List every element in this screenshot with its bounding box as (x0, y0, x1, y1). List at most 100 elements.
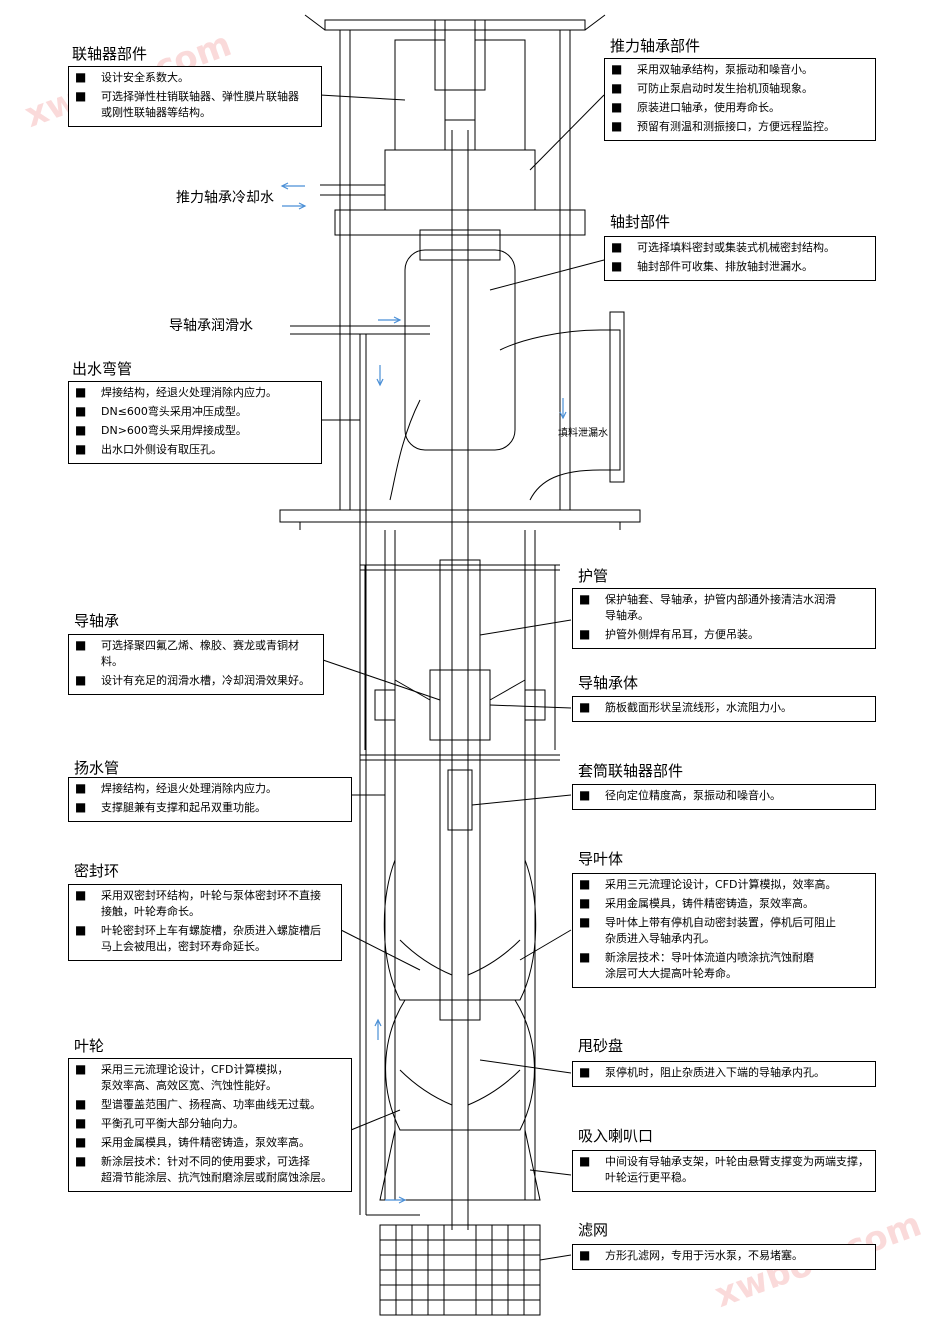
callout-item-text: 采用双密封环结构，叶轮与泵体密封环不直接 接触，叶轮寿命长。 (101, 889, 321, 918)
square-bullet-icon (75, 782, 87, 794)
square-bullet-icon (611, 241, 623, 253)
callout-title-thrust: 推力轴承部件 (610, 37, 701, 55)
callout-item-text: 采用双轴承结构，泵振动和噪音小。 (637, 63, 813, 76)
callout-item: 中间设有导轴承支架，叶轮由悬臂支撑变为两端支撑， 叶轮运行更平稳。 (579, 1154, 869, 1186)
callout-item: 导叶体上带有停机自动密封装置，停机后可阻止 杂质进入导轴承内孔。 (579, 915, 869, 947)
square-bullet-icon (579, 878, 591, 890)
callout-title-bearingbody: 导轴承体 (578, 674, 639, 692)
callout-item: 可选择弹性柱销联轴器、弹性膜片联轴器 或刚性联轴器等结构。 (75, 89, 315, 121)
callout-item: 支撑腿兼有支撑和起吊双重功能。 (75, 800, 345, 816)
callout-item: 原装进口轴承，使用寿命长。 (611, 100, 869, 116)
callout-box-thrust: 采用双轴承结构，泵振动和噪音小。可防止泵启动时发生抬机顶轴现象。原装进口轴承，使… (604, 58, 876, 141)
callout-item-text: 采用三元流理论设计，CFD计算模拟， 泵效率高、高效区宽、汽蚀性能好。 (101, 1063, 289, 1092)
square-bullet-icon (579, 951, 591, 963)
callout-title-elbow: 出水弯管 (72, 360, 133, 378)
callout-item: 叶轮密封环上车有螺旋槽，杂质进入螺旋槽后 马上会被甩出，密封环寿命延长。 (75, 923, 335, 955)
callout-item-text: 新涂层技术：针对不同的使用要求，可选择 超滑节能涂层、抗汽蚀耐磨涂层或耐腐蚀涂层… (101, 1155, 332, 1184)
callout-item-text: 可防止泵启动时发生抬机顶轴现象。 (637, 82, 813, 95)
callout-item-text: 平衡孔可平衡大部分轴向力。 (101, 1117, 244, 1130)
square-bullet-icon (75, 1155, 87, 1167)
callout-item: 焊接结构，经退火处理消除内应力。 (75, 385, 315, 401)
square-bullet-icon (75, 71, 87, 83)
square-bullet-icon (75, 889, 87, 901)
square-bullet-icon (579, 1066, 591, 1078)
callout-box-shaftguard: 保护轴套、导轴承，护管内部通外接清洁水润滑 导轴承。护管外侧焊有吊耳，方便吊装。 (572, 588, 876, 649)
callout-title-sleevecoupling: 套筒联轴器部件 (578, 762, 684, 780)
callout-item-text: DN≤600弯头采用冲压成型。 (101, 405, 247, 418)
callout-item-text: DN>600弯头采用焊接成型。 (101, 424, 247, 437)
square-bullet-icon (611, 260, 623, 272)
callout-box-guidebearing: 可选择聚四氟乙烯、橡胶、赛龙或青铜材料。设计有充足的润滑水槽，冷却润滑效果好。 (68, 634, 324, 695)
square-bullet-icon (579, 916, 591, 928)
callout-item: 平衡孔可平衡大部分轴向力。 (75, 1116, 345, 1132)
callout-item-text: 设计有充足的润滑水槽，冷却润滑效果好。 (101, 674, 310, 687)
thrust-bearing-cooling-label: 推力轴承冷却水 (176, 190, 274, 206)
callout-box-bearingbody: 筋板截面形状呈流线形，水流阻力小。 (572, 696, 876, 722)
callout-item: 可防止泵启动时发生抬机顶轴现象。 (611, 81, 869, 97)
callout-item: 保护轴套、导轴承，护管内部通外接清洁水润滑 导轴承。 (579, 592, 869, 624)
square-bullet-icon (579, 789, 591, 801)
callout-item-text: 径向定位精度高，泵振动和噪音小。 (605, 789, 781, 802)
callout-title-shaftseal: 轴封部件 (610, 213, 671, 231)
callout-title-diffuser: 导叶体 (578, 850, 624, 868)
callout-item: 预留有测温和测振接口，方便远程监控。 (611, 119, 869, 135)
square-bullet-icon (75, 405, 87, 417)
square-bullet-icon (579, 593, 591, 605)
square-bullet-icon (75, 1117, 87, 1129)
callout-item-text: 导叶体上带有停机自动密封装置，停机后可阻止 杂质进入导轴承内孔。 (605, 916, 836, 945)
callout-item: 采用三元流理论设计，CFD计算模拟， 泵效率高、高效区宽、汽蚀性能好。 (75, 1062, 345, 1094)
callout-item-text: 新涂层技术：导叶体流道内喷涂抗汽蚀耐磨 涂层可大大提高叶轮寿命。 (605, 951, 814, 980)
callout-item: 采用金属模具，铸件精密铸造，泵效率高。 (579, 896, 869, 912)
square-bullet-icon (75, 386, 87, 398)
callout-item-text: 泵停机时，阻止杂质进入下端的导轴承内孔。 (605, 1066, 825, 1079)
callout-title-shaftguard: 护管 (578, 567, 609, 585)
square-bullet-icon (75, 674, 87, 686)
callout-box-coupling: 设计安全系数大。可选择弹性柱销联轴器、弹性膜片联轴器 或刚性联轴器等结构。 (68, 66, 322, 127)
guide-bearing-lube-label: 导轴承润滑水 (169, 318, 253, 334)
callout-item: 采用双轴承结构，泵振动和噪音小。 (611, 62, 869, 78)
callout-item: 型谱覆盖范围广、扬程高、功率曲线无过载。 (75, 1097, 345, 1113)
callout-title-strainer: 滤网 (578, 1221, 609, 1239)
square-bullet-icon (75, 1098, 87, 1110)
callout-item-text: 护管外侧焊有吊耳，方便吊装。 (605, 628, 759, 641)
callout-item-text: 设计安全系数大。 (101, 71, 189, 84)
callout-box-impeller: 采用三元流理论设计，CFD计算模拟， 泵效率高、高效区宽、汽蚀性能好。型谱覆盖范… (68, 1058, 352, 1192)
callout-item-text: 可选择填料密封或集装式机械密封结构。 (637, 241, 835, 254)
callout-item-text: 原装进口轴承，使用寿命长。 (637, 101, 780, 114)
callout-item: DN>600弯头采用焊接成型。 (75, 423, 315, 439)
callout-item: 采用三元流理论设计，CFD计算模拟，效率高。 (579, 877, 869, 893)
callout-item: 径向定位精度高，泵振动和噪音小。 (579, 788, 869, 804)
callout-item: 出水口外侧设有取压孔。 (75, 442, 315, 458)
callout-item-text: 采用三元流理论设计，CFD计算模拟，效率高。 (605, 878, 837, 891)
callout-item: 设计有充足的润滑水槽，冷却润滑效果好。 (75, 673, 317, 689)
callout-item-text: 型谱覆盖范围广、扬程高、功率曲线无过载。 (101, 1098, 321, 1111)
callout-box-shaftseal: 可选择填料密封或集装式机械密封结构。轴封部件可收集、排放轴封泄漏水。 (604, 236, 876, 281)
square-bullet-icon (611, 63, 623, 75)
callout-title-column: 扬水管 (74, 759, 120, 777)
square-bullet-icon (75, 801, 87, 813)
callout-title-bellmouth: 吸入喇叭口 (578, 1127, 654, 1145)
callout-item-text: 保护轴套、导轴承，护管内部通外接清洁水润滑 导轴承。 (605, 593, 836, 622)
callout-item: 新涂层技术：导叶体流道内喷涂抗汽蚀耐磨 涂层可大大提高叶轮寿命。 (579, 950, 869, 982)
square-bullet-icon (611, 101, 623, 113)
callout-box-diffuser: 采用三元流理论设计，CFD计算模拟，效率高。采用金属模具，铸件精密铸造，泵效率高… (572, 873, 876, 988)
callout-item-text: 支撑腿兼有支撑和起吊双重功能。 (101, 801, 266, 814)
callout-item-text: 焊接结构，经退火处理消除内应力。 (101, 386, 277, 399)
callout-title-coupling: 联轴器部件 (72, 45, 148, 63)
callout-item-text: 可选择聚四氟乙烯、橡胶、赛龙或青铜材料。 (101, 639, 299, 668)
callout-box-column: 焊接结构，经退火处理消除内应力。支撑腿兼有支撑和起吊双重功能。 (68, 777, 352, 822)
callout-item-text: 筋板截面形状呈流线形，水流阻力小。 (605, 701, 792, 714)
square-bullet-icon (75, 90, 87, 102)
callout-item: 泵停机时，阻止杂质进入下端的导轴承内孔。 (579, 1065, 869, 1081)
square-bullet-icon (75, 424, 87, 436)
callout-item-text: 预留有测温和测振接口，方便远程监控。 (637, 120, 835, 133)
callout-item: 采用双密封环结构，叶轮与泵体密封环不直接 接触，叶轮寿命长。 (75, 888, 335, 920)
square-bullet-icon (611, 82, 623, 94)
callout-box-sealring: 采用双密封环结构，叶轮与泵体密封环不直接 接触，叶轮寿命长。叶轮密封环上车有螺旋… (68, 884, 342, 961)
callout-title-sanddisc: 甩砂盘 (578, 1037, 624, 1055)
callout-item-text: 采用金属模具，铸件精密铸造，泵效率高。 (605, 897, 814, 910)
callout-item: 新涂层技术：针对不同的使用要求，可选择 超滑节能涂层、抗汽蚀耐磨涂层或耐腐蚀涂层… (75, 1154, 345, 1186)
square-bullet-icon (75, 639, 87, 651)
callout-item: 可选择聚四氟乙烯、橡胶、赛龙或青铜材料。 (75, 638, 317, 670)
callout-item: 方形孔滤网，专用于污水泵，不易堵塞。 (579, 1248, 869, 1264)
